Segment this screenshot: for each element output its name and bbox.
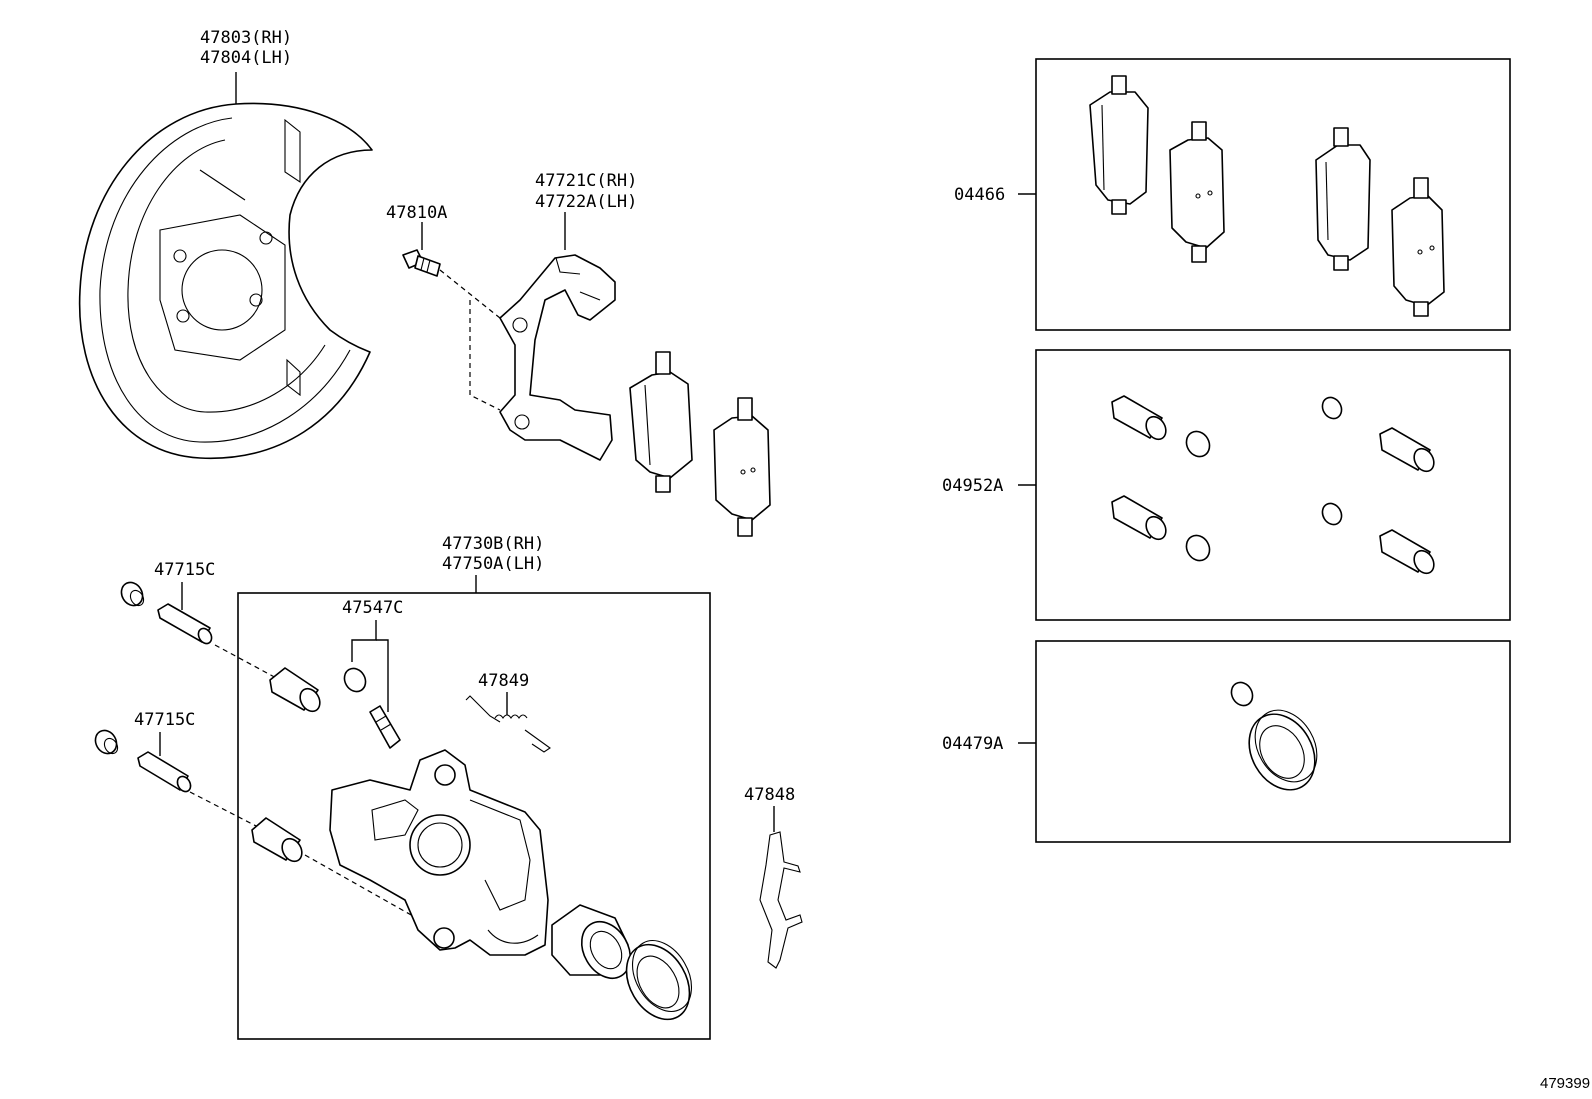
callout-mounting-rh: 47721C(RH) [535, 171, 637, 191]
bleeder-cap-illustration [343, 667, 367, 693]
callout-spring: 47849 [478, 671, 529, 691]
callout-caliper-rh: 47730B(RH) [442, 534, 544, 554]
callout-bolt: 47810A [386, 203, 447, 223]
piston-seal-illustration [625, 940, 693, 1021]
anti-rattle-clip-illustration [759, 831, 803, 969]
boot-upper-illustration [120, 581, 145, 607]
figure-number: 479399 [1540, 1075, 1590, 1092]
callout-caliper-lh: 47750A(LH) [442, 554, 544, 574]
spring-illustration [465, 695, 551, 753]
callout-pad-kit: 04466 [954, 185, 1005, 205]
cylinder-kit-box [1035, 640, 1511, 843]
boot-kit-illustration [1111, 395, 1435, 575]
caliper-assembly-box [237, 592, 711, 1040]
callout-pin-lower: 47715C [134, 710, 195, 730]
sleeve-lower-illustration [251, 817, 303, 863]
brake-pad-right-illustration [713, 397, 771, 537]
mounting-bracket-illustration [499, 254, 616, 461]
callout-pin-upper: 47715C [154, 560, 215, 580]
sleeve-upper-illustration [269, 667, 321, 713]
callout-mounting-lh: 47722A(LH) [535, 192, 637, 212]
caliper-body-illustration [329, 749, 549, 956]
callout-boot-kit: 04952A [942, 476, 1003, 496]
pad-kit-illustration [1089, 75, 1445, 317]
callout-clip: 47848 [744, 785, 795, 805]
boot-lower-illustration [94, 729, 119, 755]
callout-shield-rh: 47803(RH) [200, 28, 292, 48]
boot-kit-box [1035, 349, 1511, 621]
guide-pin-lower-illustration [137, 751, 192, 793]
bolt-illustration [402, 249, 441, 277]
brake-pad-left-illustration [629, 351, 693, 493]
cylinder-kit-illustration [1230, 681, 1318, 791]
piston-illustration [551, 904, 632, 980]
callout-shield-lh: 47804(LH) [200, 48, 292, 68]
guide-pin-upper-illustration [157, 603, 213, 645]
dust-shield-illustration [78, 102, 373, 460]
callout-bleeder: 47547C [342, 598, 403, 618]
callout-cylinder-kit: 04479A [942, 734, 1003, 754]
bleeder-screw-illustration [369, 705, 401, 749]
